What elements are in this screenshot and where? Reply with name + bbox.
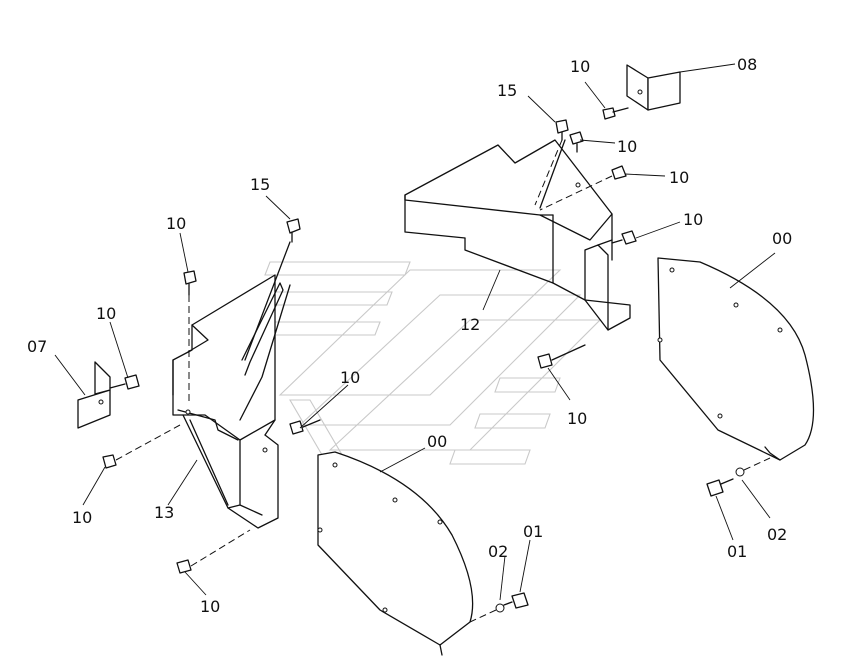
callout-10: 10 (567, 409, 587, 428)
part-08-bracket (626, 64, 681, 111)
bolt-01-right (706, 457, 771, 497)
callout-10: 10 (166, 214, 186, 233)
bolt-10-left-top (183, 270, 197, 405)
part-00-right-panel (657, 257, 815, 461)
part-07-bracket (77, 361, 111, 429)
bolt-15-left (244, 218, 301, 361)
callout-10: 10 (570, 57, 590, 76)
bolt-10-bottom (176, 529, 251, 574)
callout-10: 10 (683, 210, 703, 229)
callout-10: 10 (617, 137, 637, 156)
callout-00: 00 (427, 432, 447, 451)
callout-08: 08 (737, 55, 757, 74)
callout-15: 15 (497, 81, 517, 100)
bolt-10-center-right (537, 344, 586, 369)
callout-07: 07 (27, 337, 47, 356)
bolt-01-center (469, 592, 529, 623)
bolt-10-mid (289, 419, 321, 435)
callout-10: 10 (72, 508, 92, 527)
callout-02: 02 (767, 525, 787, 544)
leader-lines (54, 63, 776, 601)
bolt-10-top-right (602, 107, 629, 120)
callout-15: 15 (250, 175, 270, 194)
callout-10: 10 (340, 368, 360, 387)
callout-10: 10 (200, 597, 220, 616)
bolt-10-right-b (611, 230, 637, 245)
part-00-center-panel (317, 451, 474, 656)
bolt-10-left-07 (109, 374, 140, 390)
bolt-10-top-mid (539, 131, 584, 209)
callout-02: 02 (488, 542, 508, 561)
part-13-duct-cover (172, 274, 291, 529)
callout-00: 00 (772, 229, 792, 248)
callout-12: 12 (460, 315, 480, 334)
callout-10: 10 (669, 168, 689, 187)
bolt-10-left-bottom (102, 424, 181, 469)
bolt-15-top (534, 119, 569, 206)
callout-13: 13 (154, 503, 174, 522)
callout-labels: 08 10 15 10 10 10 00 12 10 10 00 02 01 0… (27, 55, 792, 616)
callout-01: 01 (523, 522, 543, 541)
part-12-duct-cover (404, 139, 631, 331)
bolt-10-right-a (539, 165, 627, 211)
callout-10: 10 (96, 304, 116, 323)
callout-01: 01 (727, 542, 747, 561)
